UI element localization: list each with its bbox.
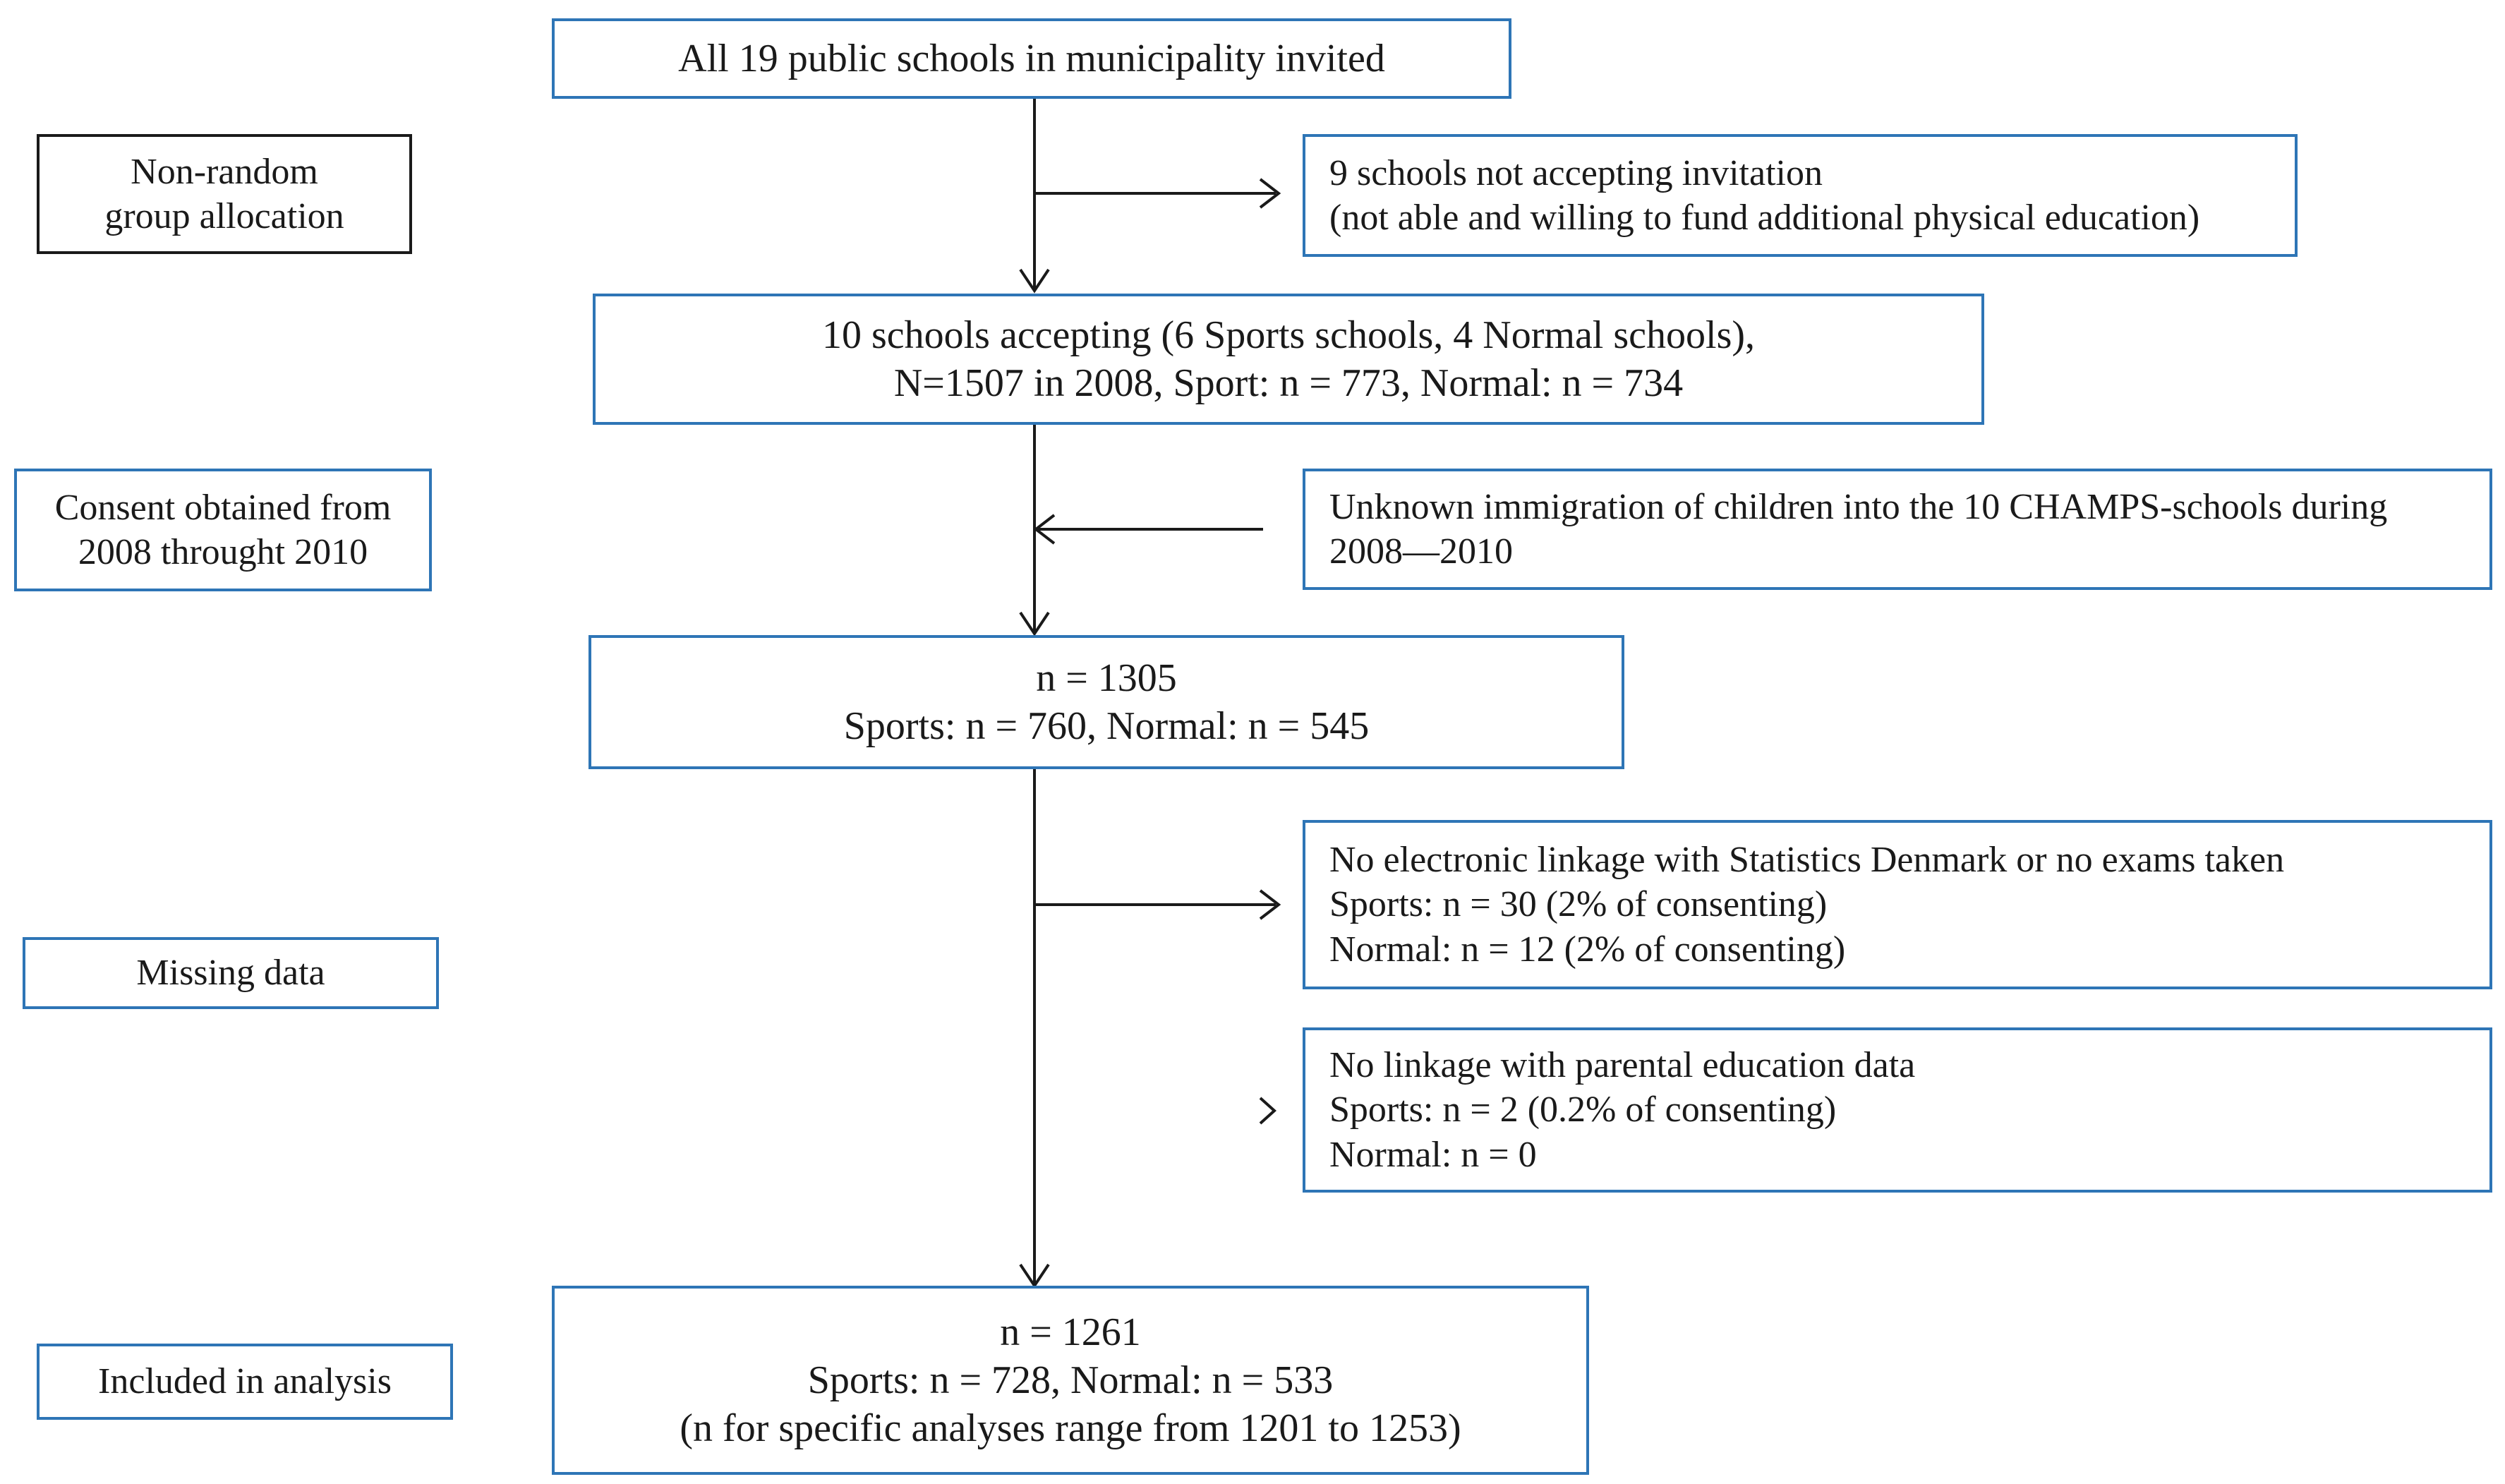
arrow-head-consenting	[1019, 611, 1050, 637]
no-parental-line3: Normal: n = 0	[1329, 1134, 1537, 1175]
no-linkage-line3: Normal: n = 12 (2% of consenting)	[1329, 929, 1846, 970]
label-missing-line1: Missing data	[136, 953, 325, 994]
arrow-head-no-linkage	[1259, 889, 1281, 920]
no-linkage-line1: No electronic linkage with Statistics De…	[1329, 839, 2285, 880]
label-included-line1: Included in analysis	[98, 1361, 392, 1402]
no-linkage-line2: Sports: n = 30 (2% of consenting)	[1329, 884, 1828, 925]
label-consent-obtained: Consent obtained from 2008 throught 2010	[14, 469, 432, 591]
label-consent-line1: Consent obtained from	[54, 487, 392, 528]
box-schools-invited: All 19 public schools in municipality in…	[552, 18, 1511, 99]
label-non-random-allocation: Non-random group allocation	[37, 134, 412, 254]
final-line3: (n for specific analyses range from 1201…	[680, 1406, 1461, 1451]
box-no-parental-linkage: No linkage with parental education data …	[1303, 1027, 2492, 1193]
label-non-random-line2: group allocation	[104, 196, 344, 236]
box-schools-accepting: 10 schools accepting (6 Sports schools, …	[593, 294, 1984, 425]
no-parental-line2: Sports: n = 2 (0.2% of consenting)	[1329, 1090, 1837, 1130]
box-unknown-immigration: Unknown immigration of children into the…	[1303, 469, 2492, 590]
box-consenting-children: n = 1305 Sports: n = 760, Normal: n = 54…	[588, 635, 1624, 769]
final-line2: Sports: n = 728, Normal: n = 533	[807, 1358, 1334, 1402]
box-no-electronic-linkage: No electronic linkage with Statistics De…	[1303, 820, 2492, 989]
label-missing-data: Missing data	[23, 937, 439, 1009]
consenting-line2: Sports: n = 760, Normal: n = 545	[843, 704, 1370, 748]
consenting-line1: n = 1305	[1036, 656, 1177, 700]
box-schools-not-accepting: 9 schools not accepting invitation (not …	[1303, 134, 2298, 257]
arrow-head-accepting	[1019, 268, 1050, 294]
box-included-final: n = 1261 Sports: n = 728, Normal: n = 53…	[552, 1286, 1589, 1475]
not-accepting-line1: 9 schools not accepting invitation	[1329, 152, 1823, 193]
label-consent-line2: 2008 throught 2010	[78, 532, 368, 572]
immigration-line2: 2008—2010	[1329, 531, 1513, 572]
arrow-head-not-accepting	[1259, 178, 1281, 209]
immigration-line1: Unknown immigration of children into the…	[1329, 486, 2388, 527]
arrow-head-immigration	[1033, 514, 1056, 545]
invited-text: All 19 public schools in municipality in…	[678, 36, 1385, 80]
not-accepting-line2: (not able and willing to fund additional…	[1329, 198, 2200, 238]
label-non-random-line1: Non-random	[131, 151, 318, 192]
final-line1: n = 1261	[1000, 1310, 1141, 1354]
label-included-in-analysis: Included in analysis	[37, 1344, 453, 1420]
arrow-head-no-parental	[1259, 1097, 1276, 1125]
no-parental-line1: No linkage with parental education data	[1329, 1044, 1916, 1085]
accepting-line2: N=1507 in 2008, Sport: n = 773, Normal: …	[893, 361, 1684, 405]
accepting-line1: 10 schools accepting (6 Sports schools, …	[821, 313, 1756, 357]
